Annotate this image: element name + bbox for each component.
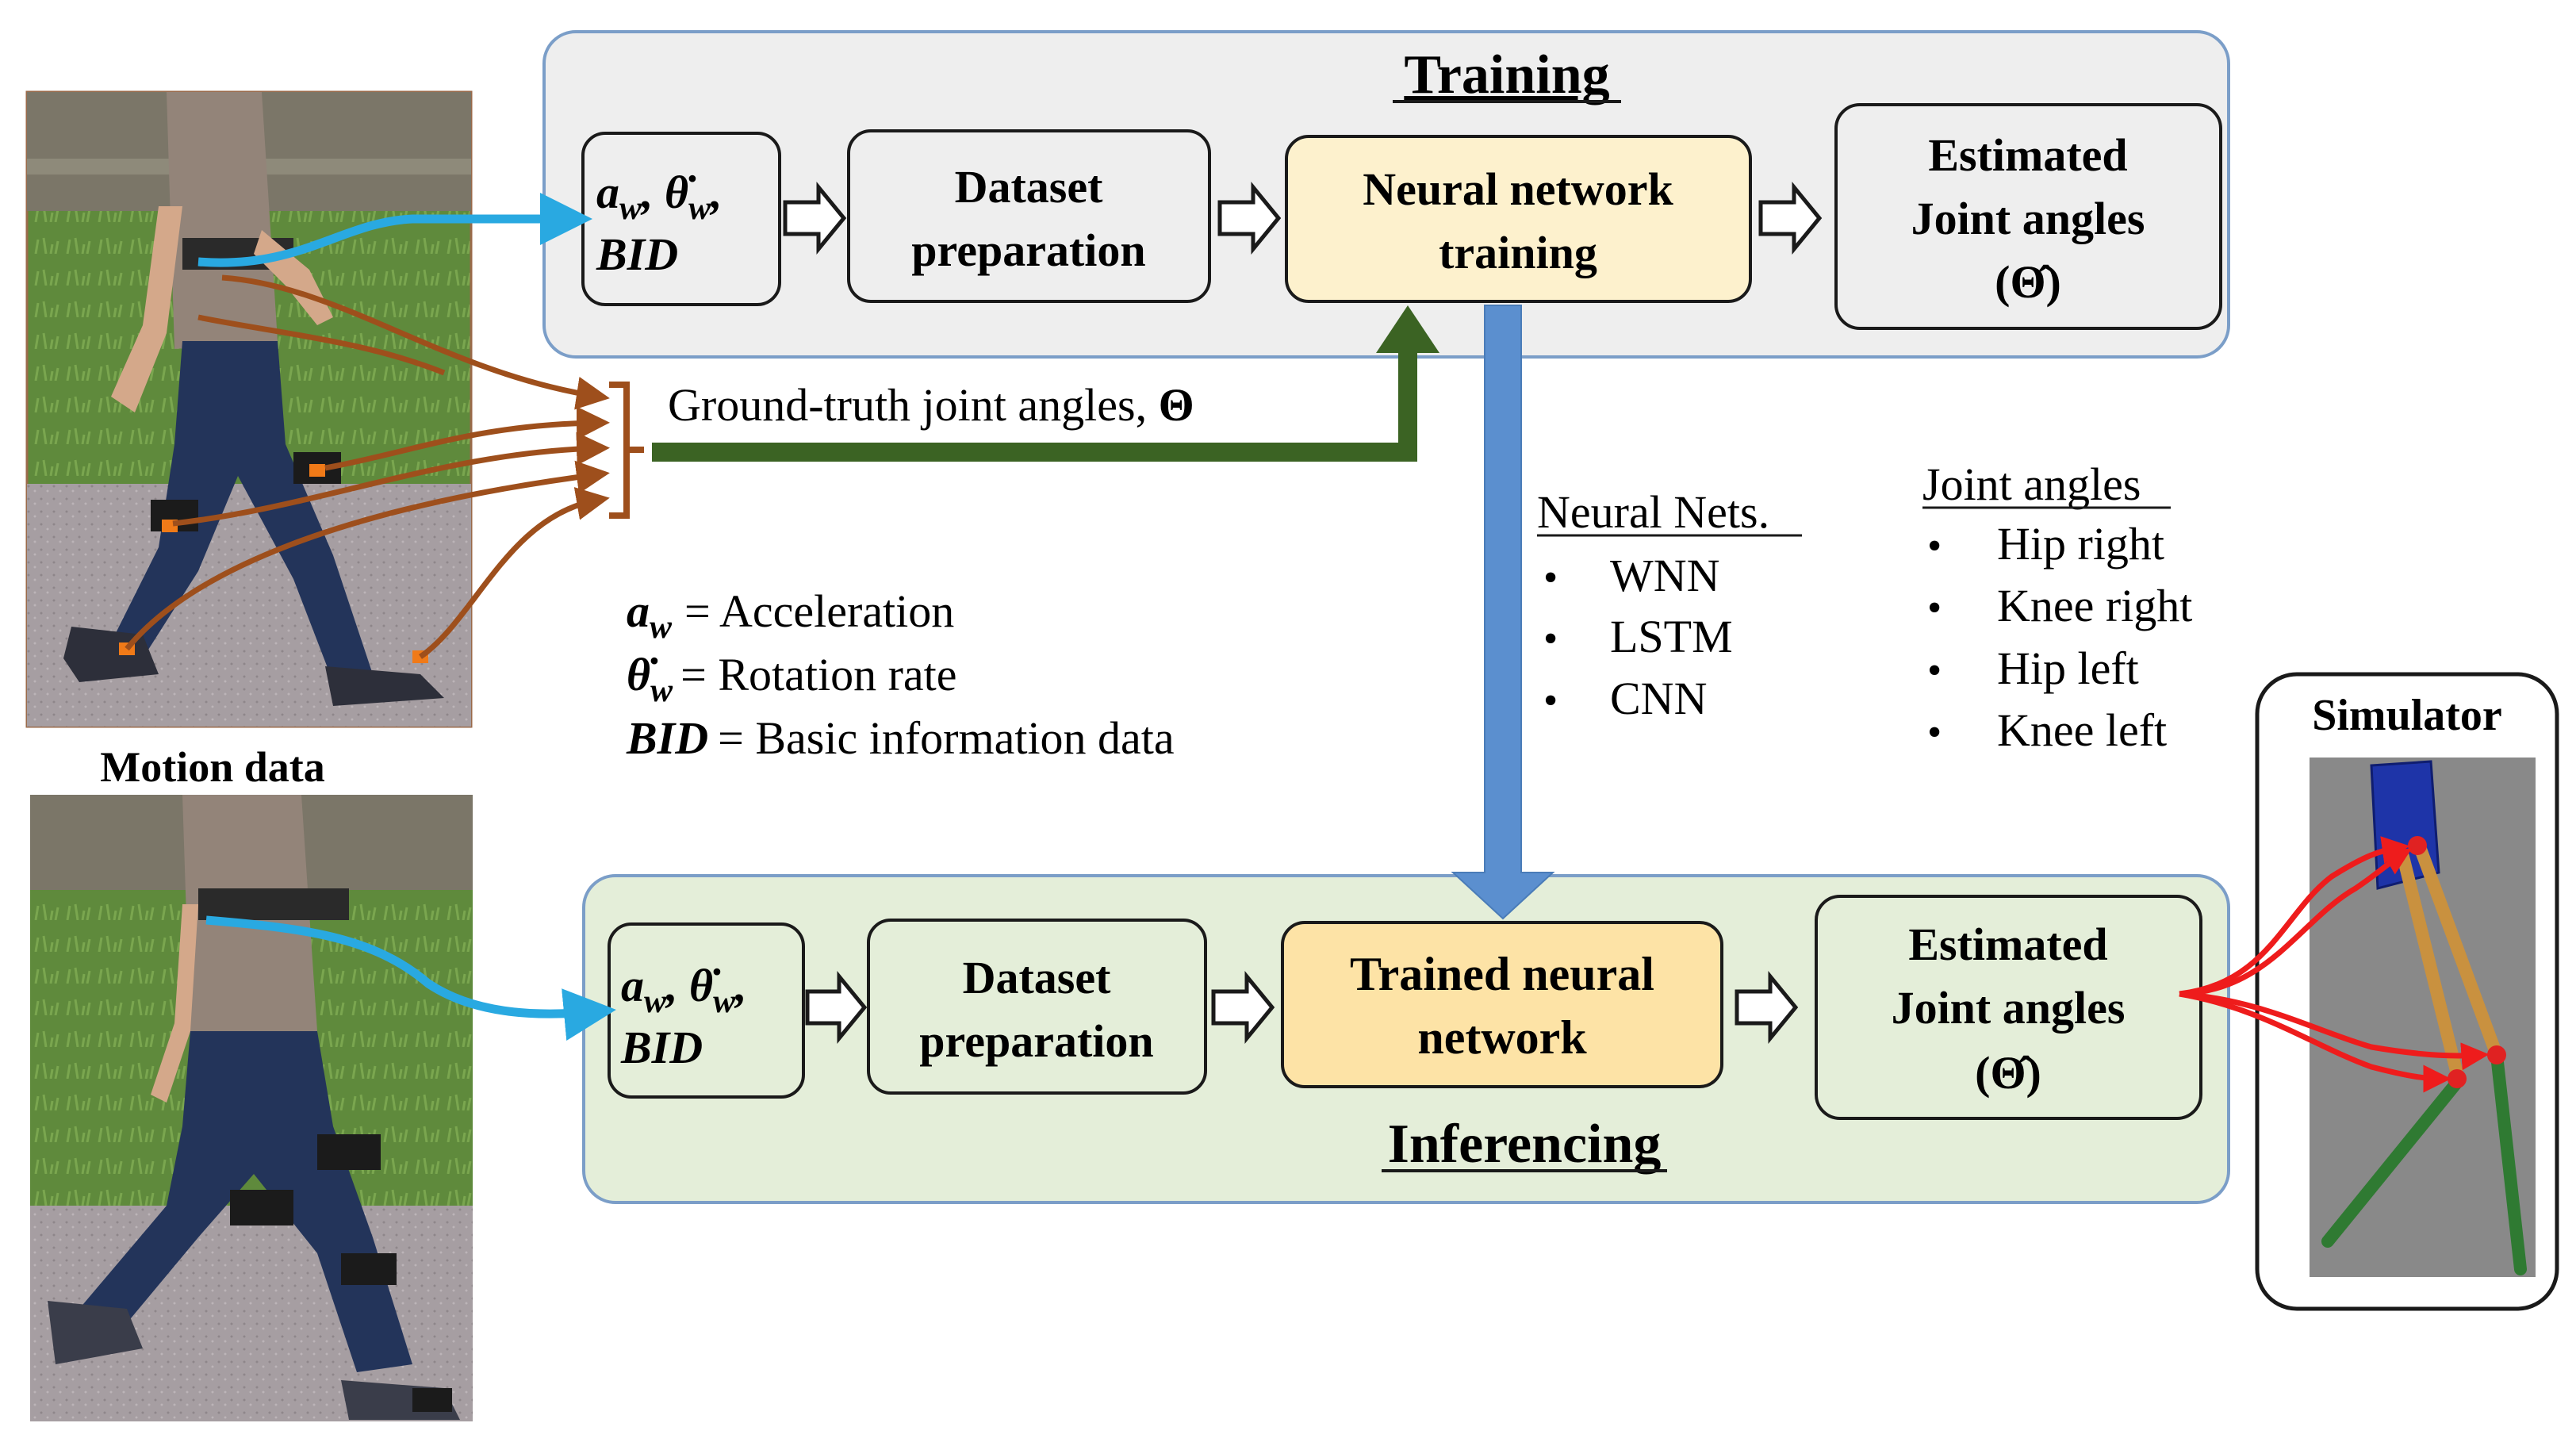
neural-nets-heading: Neural Nets.	[1537, 486, 1769, 538]
legend-bid: = Basic information data	[718, 712, 1175, 764]
inferencing-arrow-2	[1211, 971, 1275, 1044]
svg-text:aw, θ̇w,: aw, θ̇w,	[596, 167, 723, 227]
simulator-thigh-left	[2397, 850, 2465, 1087]
svg-text:θ̇w= Rotation rate: θ̇w= Rotation rate	[627, 649, 957, 709]
training-dataset-box: Dataset preparation	[847, 129, 1211, 303]
inferencing-input-theta-sub: w	[713, 984, 736, 1020]
inferencing-output-box: Estimated Joint angles (Θ̂)	[1815, 895, 2202, 1120]
legend-accel: = Acceleration	[684, 585, 954, 637]
ja-item-knee-right: Knee right	[1997, 580, 2192, 631]
nn-item-wnn: WNN	[1610, 550, 1720, 601]
leg-sensor-lines	[125, 274, 610, 659]
training-input-a-sub: w	[619, 190, 642, 227]
ja-bullet-1: •	[1927, 524, 1942, 569]
training-title: Training	[1404, 44, 1609, 105]
inferencing-input-bid: BID	[620, 1022, 703, 1073]
ja-bullet-4: •	[1927, 710, 1942, 755]
simulator-thigh-right	[2413, 838, 2503, 1061]
motion-data-label: Motion data	[100, 743, 325, 791]
svg-text:BID= Basic information data: BID= Basic information data	[626, 712, 1175, 764]
legend-rotation: = Rotation rate	[680, 649, 956, 700]
simulator-panel: Simulator	[2255, 672, 2559, 1311]
ground-truth-symbol: Θ	[1159, 379, 1194, 431]
inferencing-arrow-1	[805, 971, 868, 1044]
inferencing-title: Inferencing	[1388, 1114, 1662, 1175]
training-dataset-line1: Dataset	[955, 161, 1104, 213]
nn-bullet-1: •	[1543, 555, 1558, 600]
sensor-bracket	[609, 382, 644, 519]
inferencing-arrow-3	[1735, 971, 1799, 1044]
simulator-label: Simulator	[2312, 691, 2502, 740]
simulator-shin-left	[2321, 1074, 2465, 1248]
simulator-shin-right	[2490, 1049, 2527, 1275]
training-input-box: aw, θ̇w, BID	[581, 132, 781, 306]
simulator-knee-left-joint	[2448, 1069, 2467, 1088]
symbol-legend: aw= Acceleration θ̇w= Rotation rate BID=…	[626, 585, 1175, 764]
inferencing-dataset-line2: preparation	[919, 1015, 1153, 1067]
training-input-bid: BID	[596, 228, 678, 280]
inferencing-input-box: aw, θ̇w, BID	[608, 922, 805, 1099]
joint-angles-list: Joint angles • Hip right • Knee right • …	[1922, 458, 2192, 756]
training-arrow-3	[1758, 182, 1823, 255]
training-output-line1: Estimated	[1928, 129, 2127, 181]
nn-bullet-3: •	[1543, 678, 1558, 723]
inferencing-input-a-sub: w	[644, 984, 667, 1020]
inferencing-nn-box: Trained neural network	[1281, 921, 1723, 1088]
svg-text:aw, θ̇w,: aw, θ̇w,	[621, 960, 747, 1020]
neural-nets-list: Neural Nets. • WNN • LSTM • CNN	[1537, 486, 1802, 724]
ja-bullet-3: •	[1927, 648, 1942, 693]
ja-bullet-2: •	[1927, 585, 1942, 631]
walking-photo-training	[25, 90, 473, 728]
training-output-line3: (Θ̂)	[1995, 256, 2061, 308]
training-arrow-1	[783, 182, 847, 255]
inferencing-input-a: a	[621, 960, 644, 1011]
joint-angles-heading: Joint angles	[1922, 458, 2141, 510]
walking-photo-inferencing	[30, 795, 473, 1421]
inferencing-nn-line1: Trained neural	[1350, 948, 1654, 1000]
inferencing-panel: aw, θ̇w, BID Dataset preparation Trained…	[582, 874, 2230, 1204]
svg-text:Ground-truth joint angles, Θ: Ground-truth joint angles, Θ	[668, 379, 1194, 431]
svg-text:aw= Acceleration: aw= Acceleration	[627, 585, 954, 646]
ja-item-knee-left: Knee left	[1997, 704, 2167, 756]
simulator-hip-joint	[2408, 836, 2427, 855]
training-input-a: a	[596, 167, 619, 218]
ja-item-hip-right: Hip right	[1997, 518, 2164, 570]
legend-bid-symbol: BID	[626, 712, 708, 764]
inferencing-output-line3: (Θ̂)	[1975, 1047, 2041, 1099]
training-nn-box: Neural network training	[1285, 135, 1752, 303]
inferencing-output-line1: Estimated	[1908, 919, 2107, 970]
nn-item-lstm: LSTM	[1610, 611, 1733, 662]
training-output-line2: Joint angles	[1911, 193, 2145, 244]
training-nn-line1: Neural network	[1363, 163, 1673, 215]
inferencing-output-line2: Joint angles	[1892, 982, 2126, 1034]
training-nn-line2: training	[1439, 227, 1597, 278]
training-arrow-2	[1217, 182, 1282, 255]
inferencing-nn-line2: network	[1417, 1011, 1587, 1064]
ja-item-hip-left: Hip left	[1997, 642, 2139, 694]
training-to-inference-arrow	[1451, 305, 1555, 920]
training-dataset-line2: preparation	[911, 224, 1145, 276]
inferencing-dataset-box: Dataset preparation	[867, 919, 1207, 1095]
ground-truth-arrow	[652, 305, 1439, 462]
training-output-box: Estimated Joint angles (Θ̂)	[1834, 103, 2222, 330]
nn-item-cnn: CNN	[1610, 673, 1707, 724]
training-panel: Training aw, θ̇w, BID Dataset preparatio…	[542, 30, 2230, 359]
nn-bullet-2: •	[1543, 616, 1558, 662]
simulator-feed-arrows	[2179, 836, 2490, 1093]
training-input-theta-sub: w	[688, 190, 711, 227]
ground-truth-label: Ground-truth joint angles,	[668, 379, 1159, 431]
waist-sensor-line-training	[197, 193, 592, 267]
simulator-knee-right-joint	[2487, 1045, 2506, 1064]
inferencing-dataset-line1: Dataset	[963, 952, 1112, 1003]
waist-sensor-line-inferencing	[205, 915, 616, 1041]
